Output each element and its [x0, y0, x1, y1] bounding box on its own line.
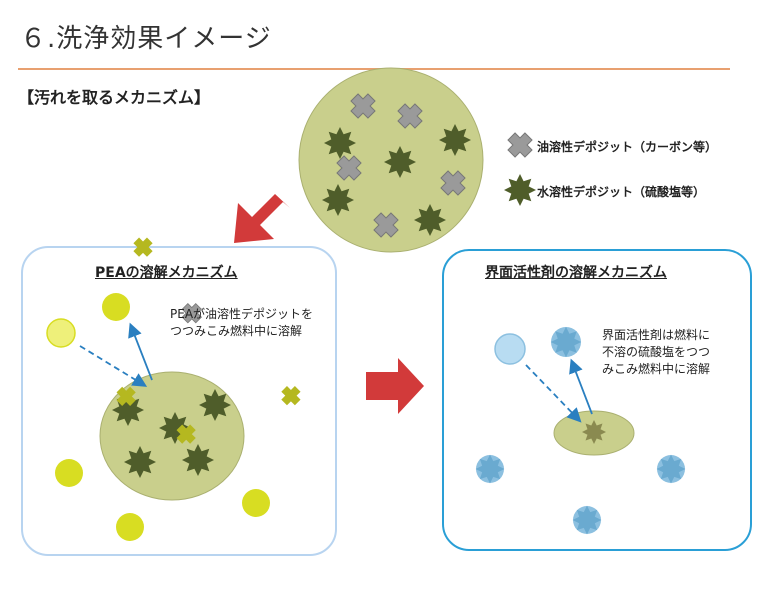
red-arrow-right — [366, 358, 424, 414]
page-title: ６.洗浄効果イメージ — [20, 24, 272, 54]
pea-note: PEAが油溶性デポジットを つつみこみ燃料中に溶解 — [170, 306, 313, 340]
pea-molecule-with-oil — [102, 233, 157, 321]
legend-water-icon — [504, 174, 536, 206]
surfactant-panel-title: 界面活性剤の溶解メカニズム — [485, 265, 667, 281]
water-deposit-icon — [324, 127, 356, 159]
surfactant-with-sulfate — [550, 326, 582, 358]
pea-molecule-with-oil — [55, 382, 140, 487]
title-divider — [18, 68, 730, 70]
surfactant-droplet — [553, 410, 635, 456]
water-deposit-with-surfactant-icon — [582, 420, 606, 444]
surfactant-with-sulfate — [656, 454, 686, 484]
water-deposit-icon — [439, 124, 471, 156]
water-deposit-icon — [199, 389, 231, 421]
red-arrow-down-left — [234, 194, 290, 243]
section-heading: 【汚れを取るメカニズム】 — [18, 88, 211, 107]
surfactant-dissolve-arrow — [569, 358, 593, 415]
pea-molecule-with-oil — [116, 420, 200, 541]
surfactant-note: 界面活性剤は燃料に 不溶の硫酸塩をつつ みこみ燃料中に溶解 — [602, 327, 710, 378]
surfactant-with-sulfate — [572, 505, 602, 535]
surfactant-with-sulfate — [475, 454, 505, 484]
legend-oil-icon — [502, 127, 538, 163]
surfactant-note-line: みこみ燃料中に溶解 — [602, 362, 711, 376]
water-deposit-icon — [414, 204, 446, 236]
legend-water-label: 水溶性デポジット（硫酸塩等） — [537, 185, 706, 199]
pea-molecule-circle — [46, 318, 76, 348]
water-deposit-icon — [322, 184, 354, 216]
surfactant-note-line: 不溶の硫酸塩をつつ — [602, 345, 711, 359]
water-deposit-icon — [182, 444, 214, 476]
top-droplet — [298, 67, 484, 253]
surfactant-molecule-circle — [494, 333, 526, 365]
pea-note-line: PEAが油溶性デポジットを — [170, 307, 314, 321]
pea-droplet — [99, 299, 245, 501]
pea-approach-arrow — [79, 345, 148, 387]
pea-dissolve-arrow — [128, 322, 153, 381]
surfactant-panel — [442, 249, 752, 551]
pea-note-line: つつみこみ燃料中に溶解 — [170, 324, 303, 338]
surfactant-note-line: 界面活性剤は燃料に — [602, 328, 711, 342]
legend-oil-label: 油溶性デポジット（カーボン等） — [537, 140, 718, 154]
pea-panel-title: PEAの溶解メカニズム — [95, 265, 238, 281]
surfactant-approach-arrow — [525, 364, 582, 423]
water-deposit-icon — [124, 446, 156, 478]
pea-molecule-with-oil — [242, 382, 305, 517]
water-deposit-icon — [384, 146, 416, 178]
